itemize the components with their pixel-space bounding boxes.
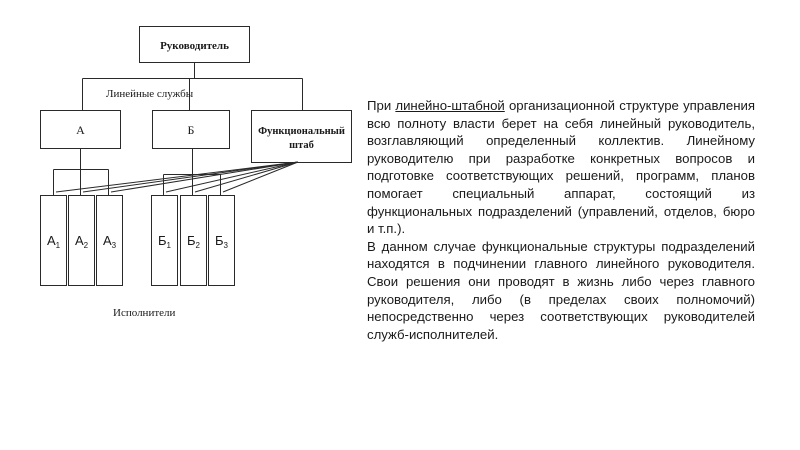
executor-label-a2: А2 [75,233,89,250]
executor-label-a1: А1 [47,233,61,250]
functional-staff-box [251,110,352,163]
executors-label: Исполнители [113,307,176,319]
executor-label-b2: Б2 [187,233,201,250]
staff-link-a2 [82,161,299,193]
paragraph-line-staff: При линейно-штабной организационной стру… [367,97,755,238]
staff-link-a1 [55,161,299,193]
executor-box-a3 [96,195,123,286]
executor-label-b1: Б1 [158,233,172,250]
executor-box-b2 [180,195,207,286]
division-a-label: А [76,123,85,137]
paragraph-1-start: При [367,98,396,113]
functional-staff-label-line2: штаб [289,140,314,151]
line-services-label: Линейные службы [106,88,194,100]
staff-link-b1 [165,161,299,193]
staff-link-a3 [110,161,299,193]
executor-box-a1 [40,195,67,286]
executor-label-a3: А3 [103,233,117,250]
description-text: При линейно-штабной организационной стру… [367,97,755,343]
paragraph-functional-units: В данном случае функциональные структуры… [367,238,755,342]
paragraph-1-rest: организационной структуре управления всю… [367,98,755,237]
division-box-b [152,110,230,149]
executor-box-b1 [151,195,178,286]
term-line-staff: линейно-штабной [395,98,505,113]
executor-box-b3 [208,195,235,286]
line-staff-structure-diagram: Руководитель Линейные службы А Б Функцио… [40,26,352,319]
division-b-label: Б [188,123,195,137]
staff-link-b2 [194,161,299,193]
executor-label-b3: Б3 [215,233,229,250]
functional-staff-label-line1: Функциональный [258,126,345,137]
staff-link-b3 [222,161,299,193]
manager-label: Руководитель [160,40,229,52]
executor-box-a2 [68,195,95,286]
